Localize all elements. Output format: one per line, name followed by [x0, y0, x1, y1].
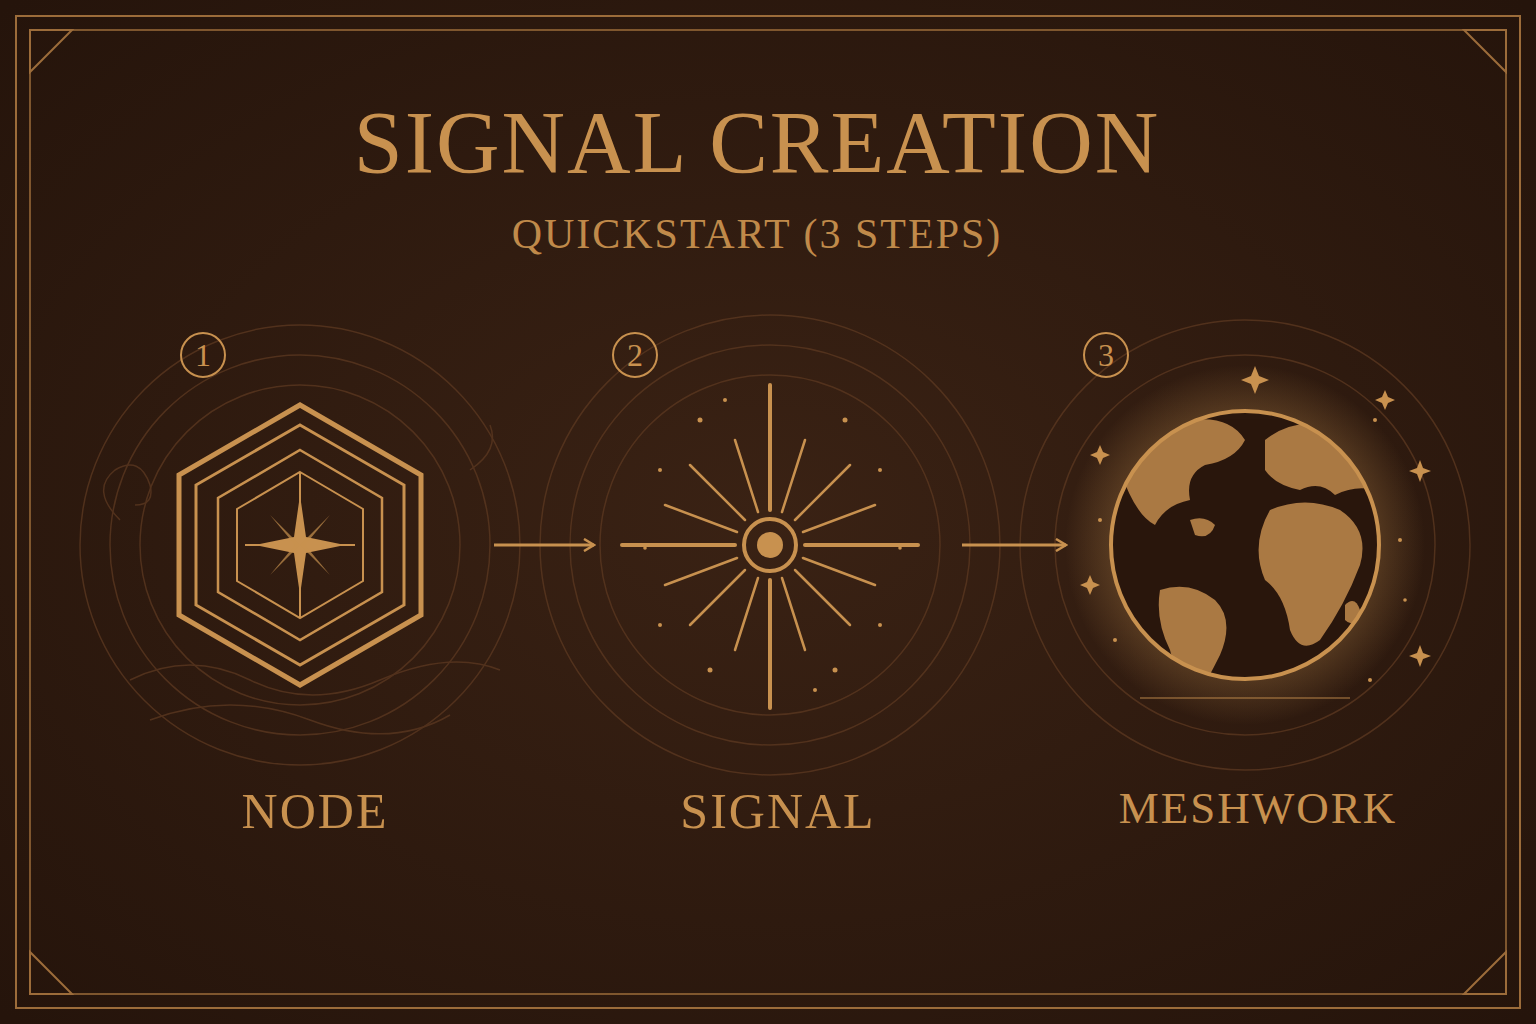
step-label: NODE: [140, 782, 490, 840]
step-number: 2: [627, 337, 643, 373]
flow-arrow: [494, 544, 594, 547]
step-number-circle: 3: [1083, 332, 1129, 378]
step-node: 3MESHWORK: [1070, 320, 1430, 840]
step-number: 1: [195, 337, 211, 373]
step-node: 1NODE: [140, 320, 490, 840]
flow-arrow: [962, 544, 1066, 547]
step-label: MESHWORK: [1078, 782, 1438, 834]
step-label: SIGNAL: [598, 782, 958, 840]
diagram-title: SIGNAL CREATION: [0, 92, 1514, 193]
step-number: 3: [1098, 337, 1114, 373]
step-node: 2SIGNAL: [598, 320, 958, 840]
subtitle: QUICKSTART (3 STEPS): [0, 210, 1514, 258]
step-number-circle: 2: [612, 332, 658, 378]
step-number-circle: 1: [180, 332, 226, 378]
